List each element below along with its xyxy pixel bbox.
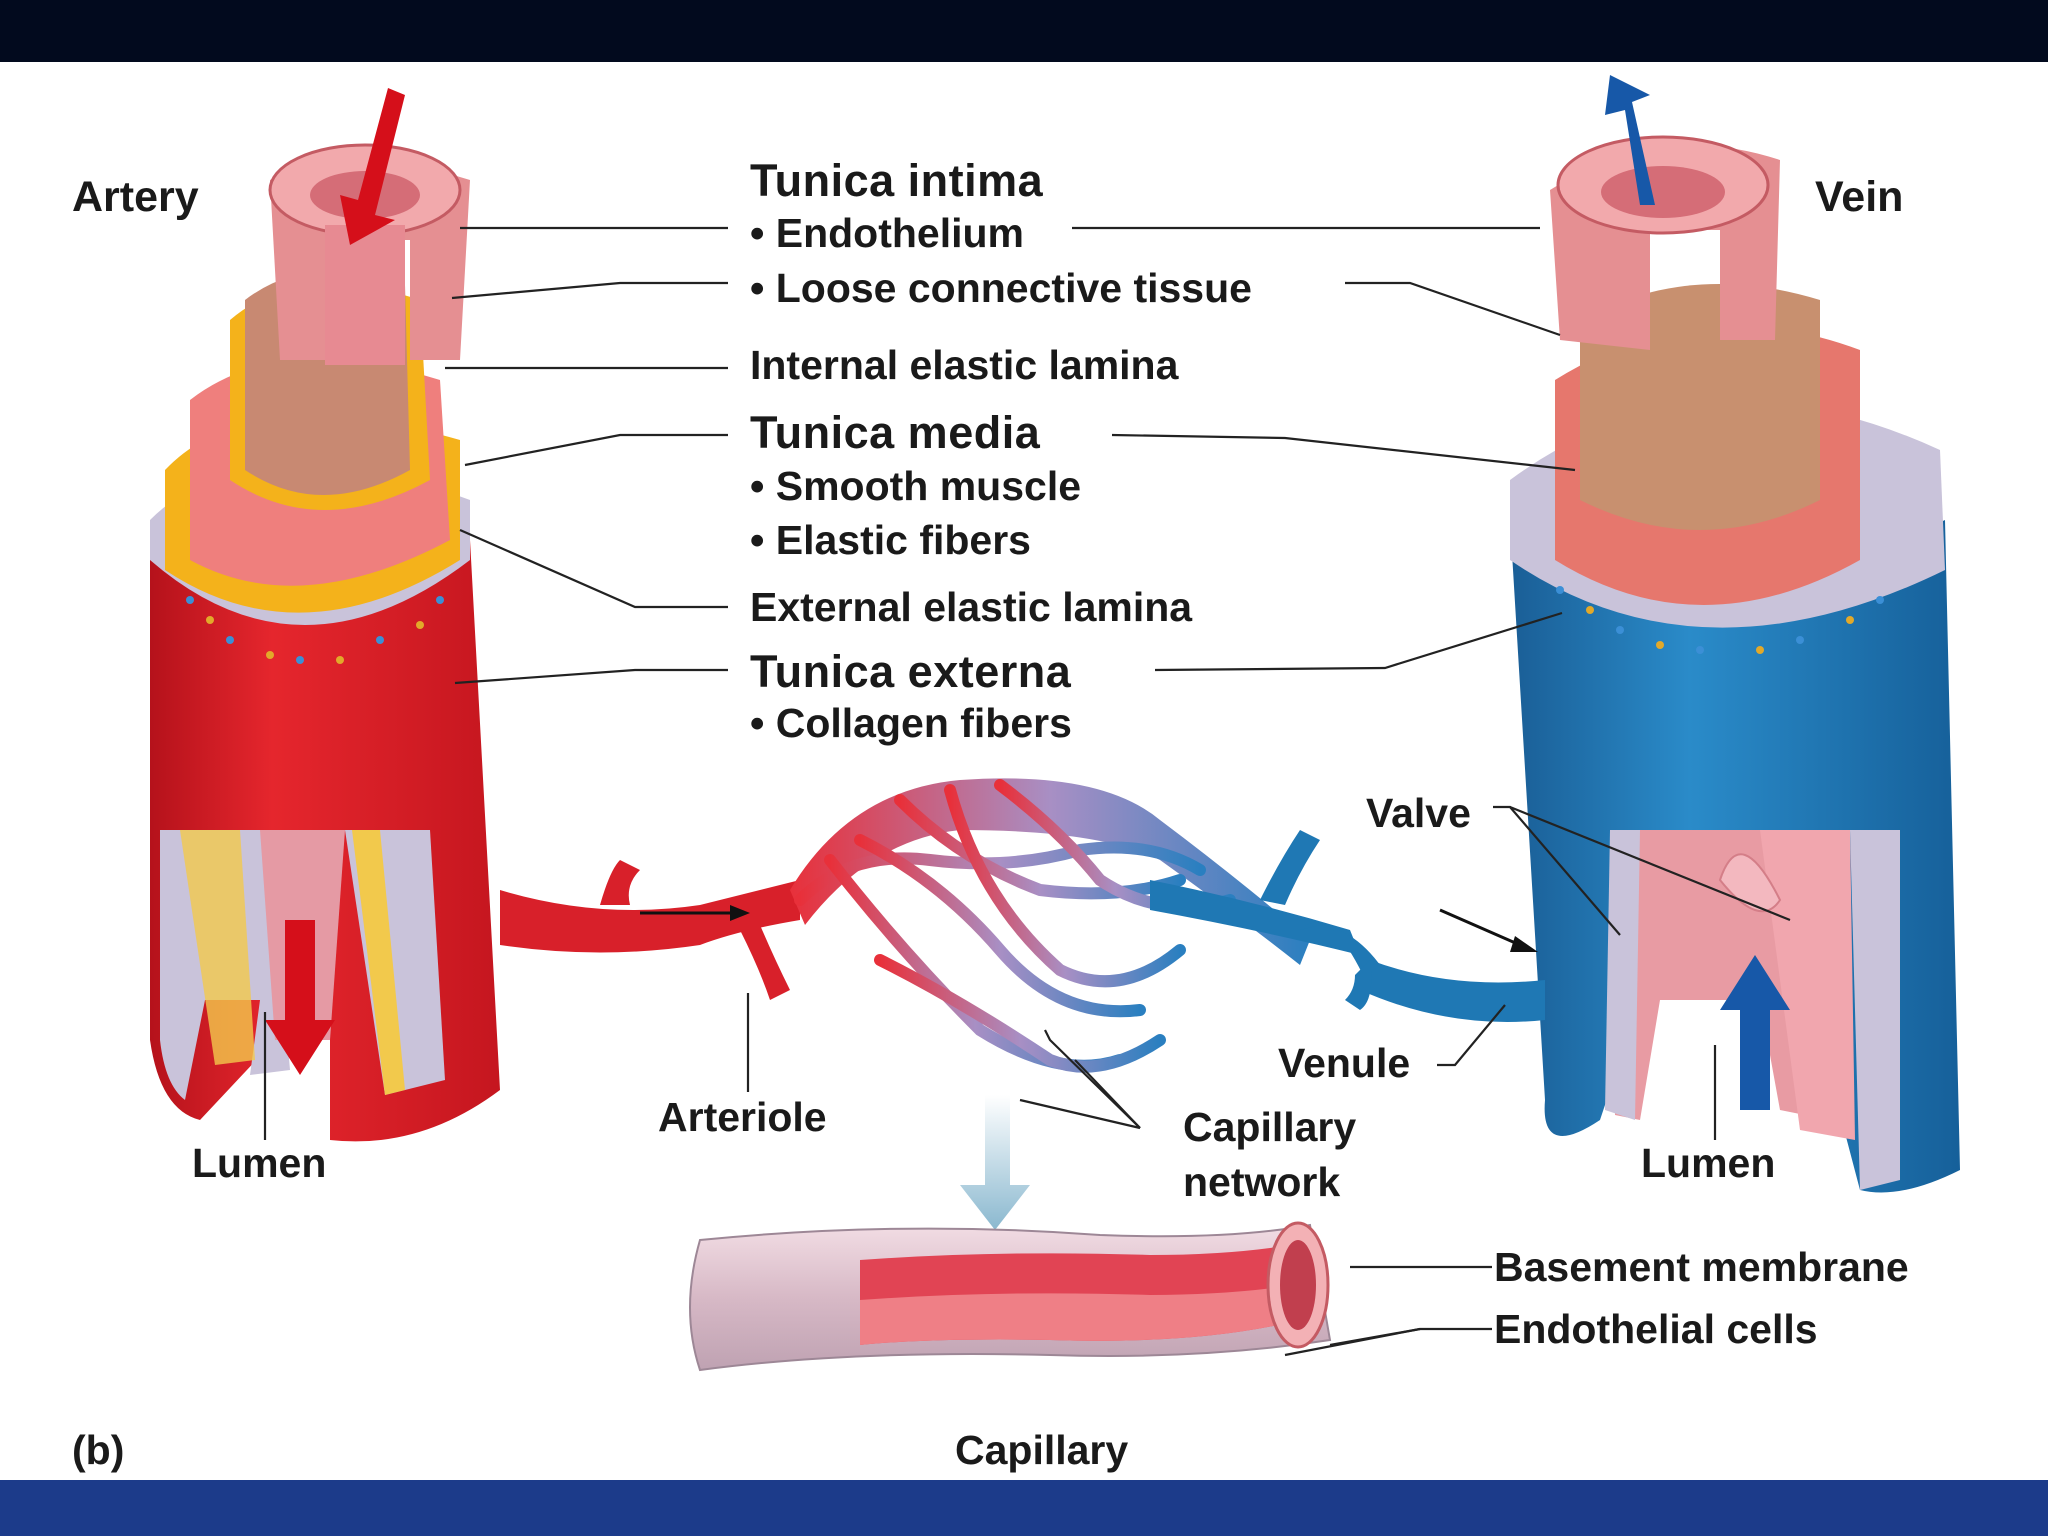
flow-arrow-venule	[1439, 908, 1538, 952]
lumen-left-label: Lumen	[192, 1140, 327, 1186]
panel-label: (b)	[72, 1427, 125, 1473]
artery-label: Artery	[72, 173, 199, 221]
loose-connective-tissue-label: • Loose connective tissue	[750, 265, 1252, 311]
blood-vessel-diagram	[150, 75, 1960, 1372]
tunica-externa-label: Tunica externa	[750, 646, 1072, 697]
capillary-network-illustration	[500, 778, 1545, 1073]
leader-lines	[263, 226, 1791, 1357]
internal-elastic-lamina-label: Internal elastic lamina	[750, 342, 1179, 388]
arteriole-label: Arteriole	[658, 1094, 827, 1140]
zoom-arrow	[960, 1095, 1030, 1230]
smooth-muscle-label: • Smooth muscle	[750, 463, 1082, 509]
vein-flow-arrow-bottom	[1720, 955, 1790, 1110]
venule-label: Venule	[1278, 1040, 1411, 1086]
capillary-network-label-line1: Capillary	[1183, 1104, 1357, 1150]
endothelial-cells-label: Endothelial cells	[1494, 1306, 1818, 1352]
flow-arrow-arteriole	[640, 905, 750, 921]
capillary-network-label-line2: network	[1183, 1159, 1341, 1205]
vein-label: Vein	[1815, 173, 1904, 221]
basement-membrane-label: Basement membrane	[1494, 1244, 1909, 1290]
vein-illustration	[1510, 135, 1960, 1193]
artery-illustration	[150, 143, 500, 1142]
tunica-intima-label: Tunica intima	[750, 155, 1044, 206]
lumen-right-label: Lumen	[1641, 1140, 1776, 1186]
endothelium-label: • Endothelium	[750, 210, 1025, 256]
artery-flow-arrow-bottom	[265, 920, 335, 1075]
collagen-fibers-label: • Collagen fibers	[750, 700, 1072, 746]
artery-flow-arrow-top	[340, 88, 405, 245]
capillary-tube-illustration	[689, 1221, 1332, 1372]
top-bar	[0, 0, 2048, 62]
capillary-title: Capillary	[955, 1427, 1129, 1473]
valve-label: Valve	[1366, 790, 1471, 836]
tunica-media-label: Tunica media	[750, 407, 1041, 458]
vein-flow-arrow-top	[1605, 75, 1655, 205]
elastic-fibers-label: • Elastic fibers	[750, 517, 1031, 563]
bottom-bar	[0, 1480, 2048, 1536]
external-elastic-lamina-label: External elastic lamina	[750, 584, 1193, 630]
